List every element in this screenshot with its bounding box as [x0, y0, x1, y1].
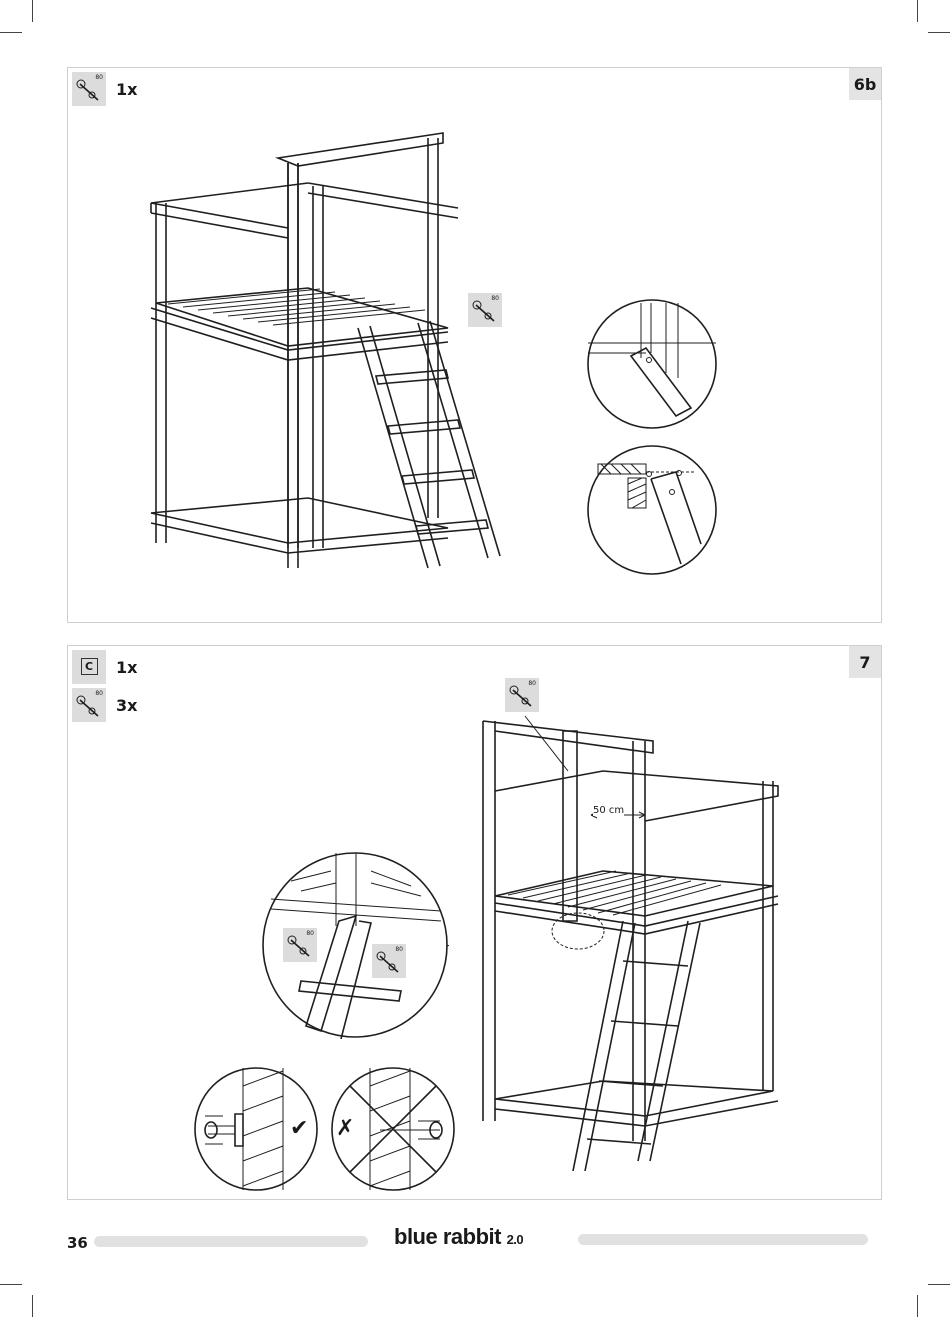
crop-mark — [32, 1295, 33, 1317]
crop-mark — [0, 32, 22, 33]
screw-callout-icon: 80 — [505, 678, 539, 712]
footer-bar-left — [94, 1236, 368, 1247]
screw-callout-icon: 80 — [468, 293, 502, 327]
detail-circle-top — [587, 299, 717, 429]
crop-mark — [0, 1284, 22, 1285]
callout-size-label: 80 — [306, 930, 314, 937]
screw-icon: 80 — [72, 72, 106, 106]
screw-part-row: 80 3x — [72, 688, 137, 722]
detail-circle-wrong — [331, 1067, 455, 1191]
part-letter: C — [80, 658, 98, 675]
callout-size-label: 80 — [528, 680, 536, 687]
brand-logo: blue rabbit 2.0 — [394, 1224, 524, 1250]
crop-mark — [928, 1284, 950, 1285]
crop-mark — [928, 32, 950, 33]
board-part-icon: C — [72, 650, 106, 684]
step-6b-panel: 6b 80 1x 80 — [67, 67, 882, 623]
page-number: 36 — [67, 1234, 88, 1252]
footer-bar-right — [578, 1234, 868, 1245]
crop-mark — [32, 0, 33, 22]
screw-size-label: 80 — [95, 690, 103, 697]
screw-quantity: 1x — [116, 79, 138, 99]
screw-icon: 80 — [72, 688, 106, 722]
screw-callout-icon: 80 — [283, 928, 317, 962]
brand-name: blue rabbit — [394, 1224, 501, 1249]
step-7-panel: 7 C 1x 80 3x 80 50 cm — [67, 645, 882, 1200]
detail-circle-bottom — [587, 445, 717, 575]
crop-mark — [917, 0, 918, 22]
screw-part-row: 80 1x — [72, 72, 137, 106]
detail-circle-ladder — [262, 852, 449, 1039]
tower-drawing — [150, 132, 501, 569]
crop-mark — [917, 1295, 918, 1317]
brand-version: 2.0 — [506, 1232, 524, 1247]
detail-circle-correct — [194, 1067, 318, 1191]
step-number: 7 — [849, 646, 881, 678]
tower-drawing — [482, 715, 779, 1171]
callout-size-label: 80 — [491, 295, 499, 302]
wrong-mark: ✗ — [336, 1116, 355, 1141]
screw-callout-icon: 80 — [372, 944, 406, 978]
callout-size-label: 80 — [395, 946, 403, 953]
correct-mark: ✔ — [290, 1116, 309, 1141]
screw-quantity: 3x — [116, 695, 138, 715]
dimension-label: 50 cm — [593, 805, 625, 816]
screw-size-label: 80 — [95, 74, 103, 81]
board-part-row: C 1x — [72, 650, 137, 684]
step-number: 6b — [849, 68, 881, 100]
board-quantity: 1x — [116, 657, 138, 677]
